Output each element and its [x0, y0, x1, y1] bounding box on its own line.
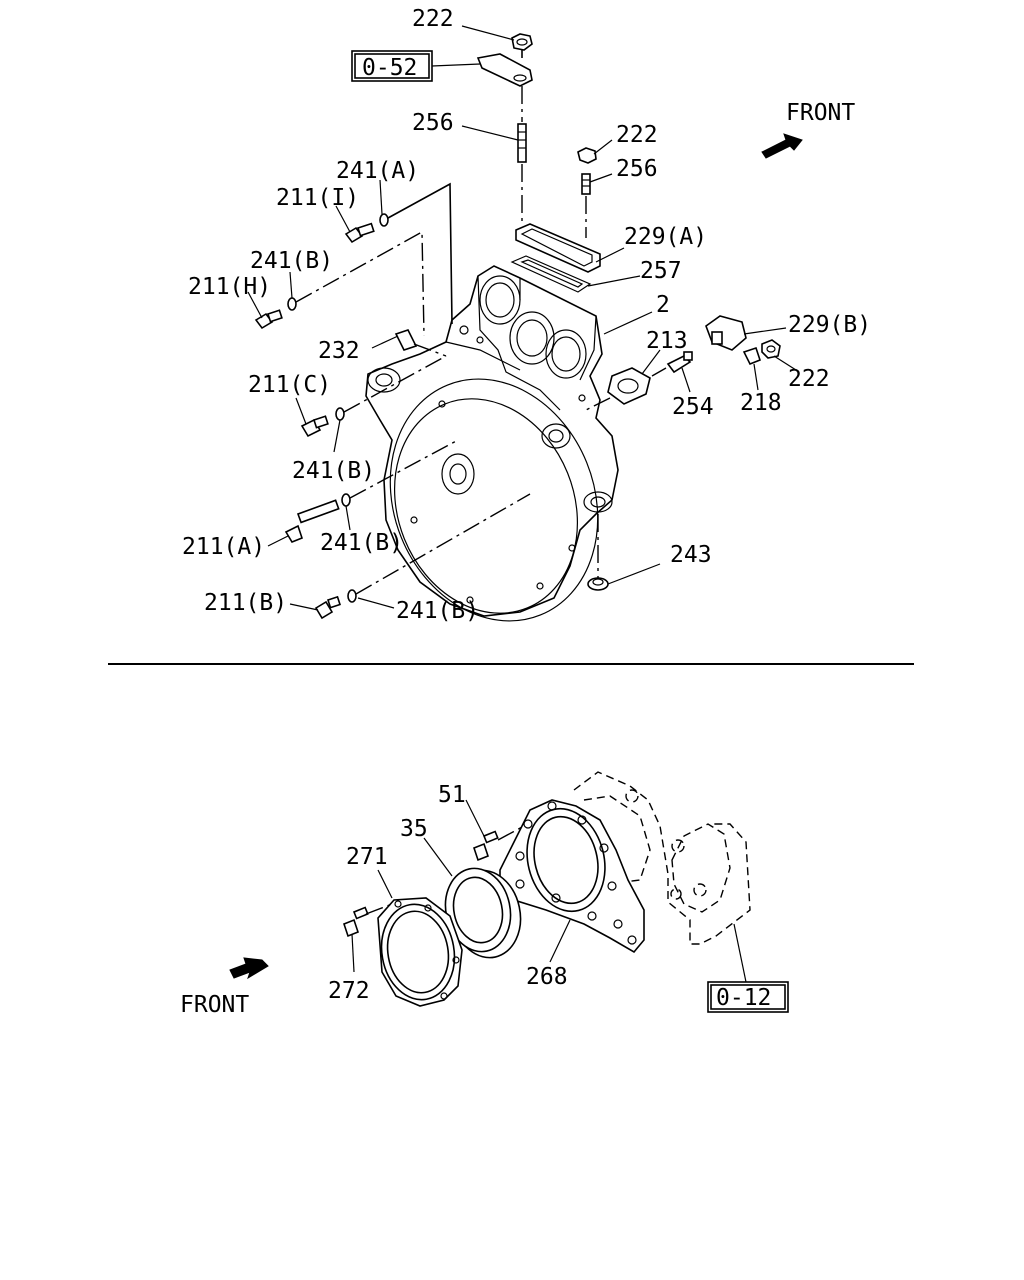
label-241b-1: 241(B) [250, 248, 333, 274]
bracket-plate [476, 53, 533, 87]
front-label-lower: FRONT [180, 992, 249, 1018]
washer-241b-4 [347, 589, 357, 603]
label-211a: 211(A) [182, 534, 265, 560]
label-211b: 211(B) [204, 590, 287, 616]
label-268: 268 [526, 964, 568, 990]
bolt-51 [473, 830, 499, 862]
front-label-upper: FRONT [786, 100, 855, 126]
washer-241b-2 [335, 407, 345, 421]
oil-seal-35 [444, 867, 522, 959]
cover-plate-229a [515, 223, 601, 273]
label-222-right: 222 [616, 122, 658, 148]
gasket-257 [510, 255, 592, 293]
label-211h: 211(H) [188, 274, 271, 300]
bolt-211h [254, 309, 283, 330]
ref-0-52-text: 0-52 [362, 55, 417, 81]
bracket-229b [705, 315, 747, 351]
label-2: 2 [656, 292, 670, 318]
washer-241b-1 [287, 297, 297, 311]
bolt-254 [666, 351, 693, 374]
label-222-side: 222 [788, 366, 830, 392]
label-241a: 241(A) [336, 158, 419, 184]
label-218: 218 [740, 390, 782, 416]
rear-oil-seal-assembly: FRONT 0-12 51 35 271 272 268 [180, 771, 789, 1018]
label-272: 272 [328, 978, 370, 1004]
label-211c: 211(C) [248, 372, 331, 398]
retainer-268 [499, 799, 645, 954]
stud-232 [394, 329, 418, 351]
leader-lines-lower [351, 799, 571, 973]
label-241b-2: 241(B) [292, 458, 375, 484]
cover-213 [607, 367, 651, 405]
label-232: 232 [318, 338, 360, 364]
bolt-211i [344, 222, 375, 244]
label-241b-3: 241(B) [320, 530, 403, 556]
label-51: 51 [438, 782, 466, 808]
stud-256-left [517, 123, 527, 163]
nut-222-top [511, 33, 533, 51]
washer-241a [379, 213, 389, 227]
label-243: 243 [670, 542, 712, 568]
label-256-right: 256 [616, 156, 658, 182]
label-213: 213 [646, 328, 688, 354]
label-271: 271 [346, 844, 388, 870]
bolt-211a [284, 499, 340, 543]
ref-box-0-52: 0-52 [351, 50, 481, 82]
label-222-top: 222 [412, 6, 454, 32]
front-arrow-upper-icon [761, 133, 803, 159]
cover-271 [377, 897, 463, 1007]
front-arrow-lower-icon [229, 957, 269, 980]
ref-0-12-text: 0-12 [716, 985, 771, 1011]
washer-243 [587, 577, 609, 591]
label-229a: 229(A) [624, 224, 707, 250]
flywheel-housing-2 [365, 265, 619, 622]
bolt-211c [300, 415, 329, 438]
nut-222-side [761, 339, 781, 359]
label-241b-4: 241(B) [396, 598, 479, 624]
label-256-left: 256 [412, 110, 454, 136]
leader-lines-upper [247, 25, 797, 611]
label-211i: 211(I) [276, 185, 359, 211]
bolt-218 [742, 346, 761, 366]
label-35: 35 [400, 816, 428, 842]
washer-241b-3 [341, 493, 351, 507]
label-254: 254 [672, 394, 714, 420]
label-229b: 229(B) [788, 312, 871, 338]
engine-block-outline [573, 771, 751, 945]
nut-222-right [577, 147, 597, 164]
ref-box-0-12: 0-12 [707, 923, 789, 1013]
bolt-272 [343, 906, 369, 938]
bolt-211b [314, 595, 341, 620]
flywheel-housing-assembly: FRONT 0-52 [182, 6, 871, 624]
label-257: 257 [640, 258, 682, 284]
stud-256-right [581, 173, 591, 195]
